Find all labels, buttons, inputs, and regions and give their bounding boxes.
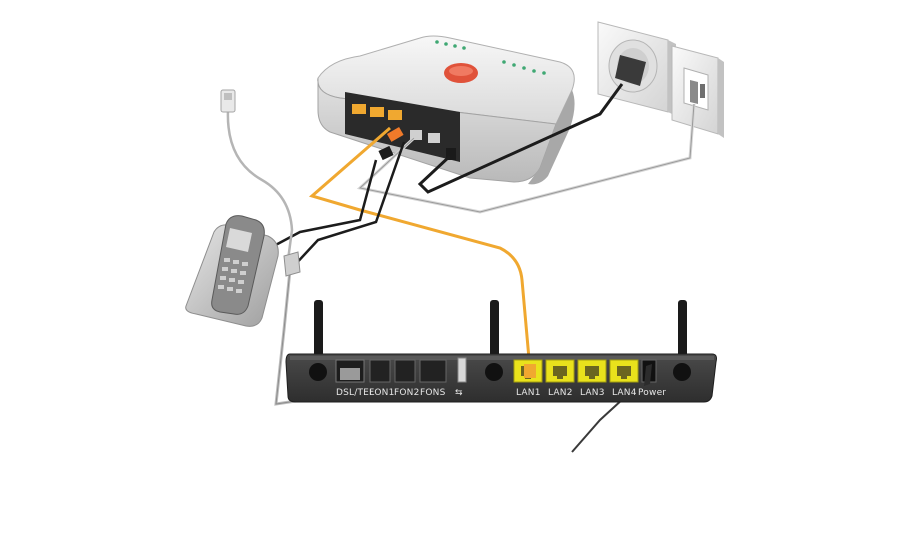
label-power: Power [638, 388, 666, 398]
phone-wall-socket [671, 45, 724, 138]
wlan-router: DSL/TEL FON1 FON2 FONS ⇆ LAN1 LAN2 LAN3 … [285, 300, 717, 403]
phone-keypad[interactable] [218, 258, 248, 293]
label-dsl-tel: DSL/TEL [336, 388, 374, 398]
rj-plug[interactable] [220, 89, 236, 113]
dect-phone [185, 215, 279, 327]
cable-splitter [283, 251, 301, 277]
usb-port[interactable] [457, 357, 467, 383]
fon2-port[interactable] [394, 359, 416, 383]
wall-sockets [597, 21, 724, 138]
power-plug[interactable] [615, 55, 646, 86]
lan1-plug[interactable] [524, 364, 536, 378]
dsl-cable [269, 159, 378, 250]
modem-lan-port-2[interactable] [370, 107, 384, 117]
dsl-plug[interactable] [378, 145, 394, 161]
handset-cable [226, 109, 294, 261]
fon1-port[interactable] [369, 359, 391, 383]
lan-plug[interactable] [386, 127, 404, 142]
modem-power-port[interactable] [446, 148, 456, 160]
phone-handset[interactable] [211, 215, 265, 315]
label-fons: FONS [420, 388, 446, 398]
label-lan2: LAN2 [548, 388, 573, 398]
label-lan1: LAN1 [516, 388, 541, 398]
label-lan3: LAN3 [580, 388, 605, 398]
dsl-modem [317, 35, 575, 185]
cables [226, 83, 696, 453]
router-body [285, 353, 717, 403]
power-plug-router[interactable] [644, 364, 652, 386]
tae-plug[interactable] [690, 80, 698, 104]
modem-lan-port-1[interactable] [352, 104, 366, 114]
modem-status-leds [435, 40, 546, 75]
label-fon1: FON1 [369, 388, 395, 398]
modem-power-cable [417, 83, 624, 194]
phone-display [226, 228, 252, 252]
label-lan4: LAN4 [612, 388, 637, 398]
dsl-tel-plug[interactable] [340, 368, 360, 380]
lan-cable [308, 126, 532, 371]
label-fon2: FON2 [394, 388, 420, 398]
modem-phone-port[interactable] [428, 133, 440, 143]
fons-port[interactable] [419, 359, 447, 383]
power-wall-socket [597, 21, 676, 116]
usb-icon: ⇆ [455, 388, 463, 398]
modem-lan-port-3[interactable] [388, 110, 402, 120]
modem-dsl-port[interactable] [410, 130, 422, 140]
